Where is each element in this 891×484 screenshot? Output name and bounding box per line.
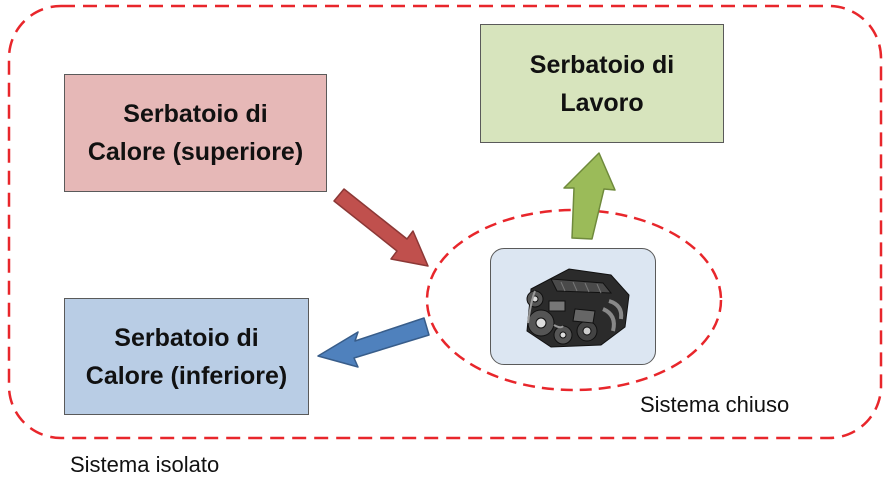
work-out-arrow bbox=[563, 152, 616, 240]
heat-out-arrow bbox=[317, 317, 430, 368]
work-reservoir-box: Serbatoio di Lavoro bbox=[480, 24, 724, 143]
closed-system-label: Sistema chiuso bbox=[640, 392, 790, 417]
isolated-system-label: Sistema isolato bbox=[70, 452, 220, 477]
engine-icon bbox=[526, 268, 630, 348]
cold-reservoir-label: Serbatoio di Calore (inferiore) bbox=[85, 323, 288, 390]
work-reservoir-label: Serbatoio di Lavoro bbox=[529, 50, 675, 117]
isolated-system-boundary bbox=[7, 4, 883, 440]
heat-in-arrow bbox=[333, 188, 429, 267]
engine-box bbox=[490, 248, 656, 365]
hot-reservoir-box: Serbatoio di Calore (superiore) bbox=[64, 74, 327, 192]
hot-reservoir-label: Serbatoio di Calore (superiore) bbox=[87, 100, 304, 166]
closed-system-boundary bbox=[425, 208, 723, 392]
cold-reservoir-box: Serbatoio di Calore (inferiore) bbox=[64, 298, 309, 415]
